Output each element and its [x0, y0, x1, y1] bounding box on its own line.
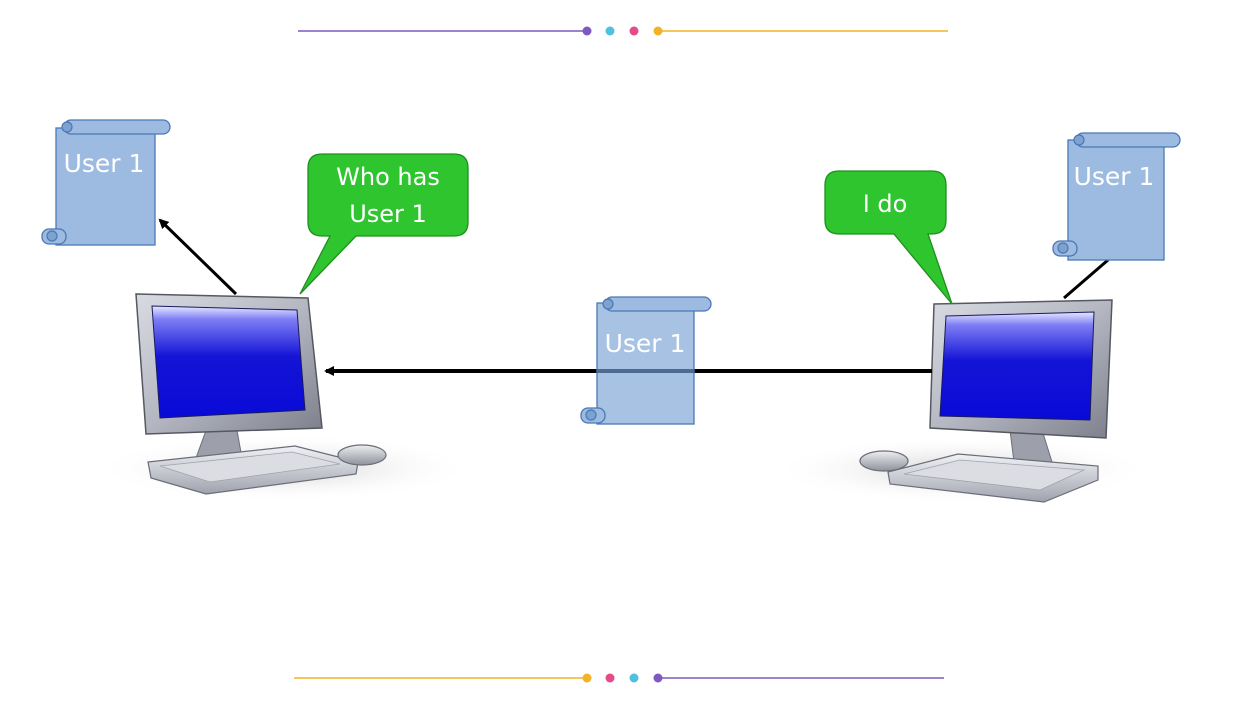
- right-scroll-connector: [1063, 258, 1109, 300]
- right-bubble-line1: I do: [863, 190, 908, 218]
- right-speech-bubble: I do: [824, 170, 953, 305]
- dot-purple-icon: [582, 26, 592, 36]
- left-bubble-line2: User 1: [349, 200, 427, 228]
- bottom-divider: [294, 673, 944, 683]
- dot-pink-icon: [629, 26, 639, 36]
- center-scroll: User 1: [580, 296, 712, 425]
- left-speech-bubble: Who has User 1: [299, 153, 469, 295]
- right-scroll: User 1: [1052, 132, 1181, 261]
- left-bubble-line1: Who has: [336, 163, 440, 191]
- dot-cyan-icon: [605, 26, 615, 36]
- dot-pink-icon: [605, 673, 615, 683]
- center-scroll-label: User 1: [605, 329, 686, 358]
- dot-cyan-icon: [629, 673, 639, 683]
- dot-orange-icon: [582, 673, 592, 683]
- left-scroll: User 1: [41, 119, 171, 246]
- left-computer-icon: [135, 293, 387, 495]
- left-scroll-arrow: [158, 218, 238, 296]
- top-divider: [298, 26, 948, 36]
- right-scroll-label: User 1: [1074, 162, 1155, 191]
- right-computer-icon: [859, 299, 1113, 503]
- left-scroll-label: User 1: [64, 149, 145, 178]
